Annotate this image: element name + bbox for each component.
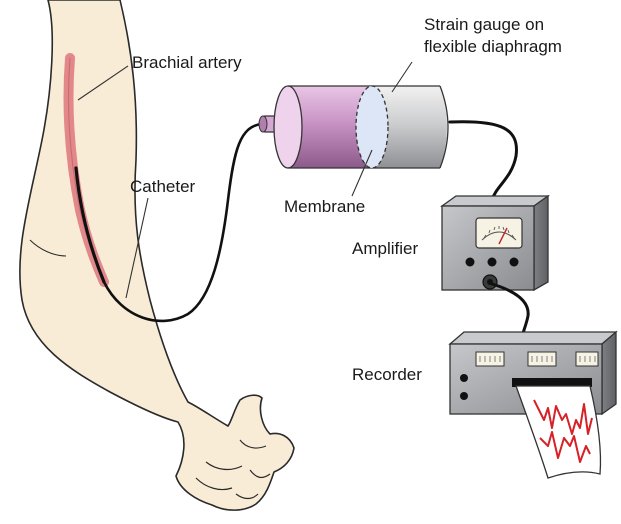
catheter-inside-artery (74, 166, 106, 284)
arm-outline (19, 0, 295, 511)
elbow-crease (29, 239, 67, 257)
finger-crease (235, 493, 259, 500)
catheter-tube (102, 122, 264, 323)
leader-lines (77, 61, 413, 299)
recorder-top (448, 331, 618, 345)
pressure-trace (533, 399, 593, 463)
pressure-transducer (258, 85, 449, 169)
label-strain-gauge-line1: Strain gauge on (424, 15, 545, 34)
strain-gauge-chamber (372, 86, 447, 168)
amplifier-knob (509, 257, 519, 267)
finger-crease (195, 477, 233, 491)
meter-ticks (483, 226, 515, 239)
transducer-end-cap (273, 85, 303, 169)
amplifier-meter (475, 217, 523, 249)
recorder-display (475, 351, 599, 367)
amplifier-recorder-cable (490, 282, 530, 340)
transducer-chamber (288, 86, 372, 168)
amplifier-device (439, 194, 551, 292)
label-recorder: Recorder (352, 365, 422, 384)
label-catheter: Catheter (130, 177, 196, 196)
nozzle-opening (258, 115, 268, 133)
membrane-diaphragm (355, 85, 389, 169)
amplifier-top (439, 195, 551, 207)
recorder-paper (515, 385, 602, 479)
meter-scale (481, 231, 517, 241)
leader-membrane (351, 149, 373, 197)
recorder-paper-slot (512, 378, 592, 387)
recorder-knob (460, 374, 468, 382)
leader-catheter (125, 197, 149, 299)
leader-brachial-artery (77, 65, 129, 101)
leader-strain-gauge (391, 61, 413, 93)
label-brachial-artery: Brachial artery (132, 53, 242, 72)
recorder-knob (460, 392, 468, 400)
meter-needle (498, 227, 508, 245)
amplifier-knob (465, 257, 475, 267)
amplifier-knob (487, 257, 497, 267)
label-membrane: Membrane (284, 197, 366, 216)
label-amplifier: Amplifier (352, 239, 419, 258)
recorder-side (601, 330, 617, 416)
transducer-amplifier-cable (448, 120, 518, 202)
label-strain-gauge-line2: flexible diaphragm (424, 37, 562, 56)
finger-crease (249, 469, 271, 479)
thumb-crease (239, 439, 267, 449)
finger-crease (205, 461, 243, 471)
amplifier-side (533, 194, 549, 292)
arm-illustration (19, 0, 295, 511)
